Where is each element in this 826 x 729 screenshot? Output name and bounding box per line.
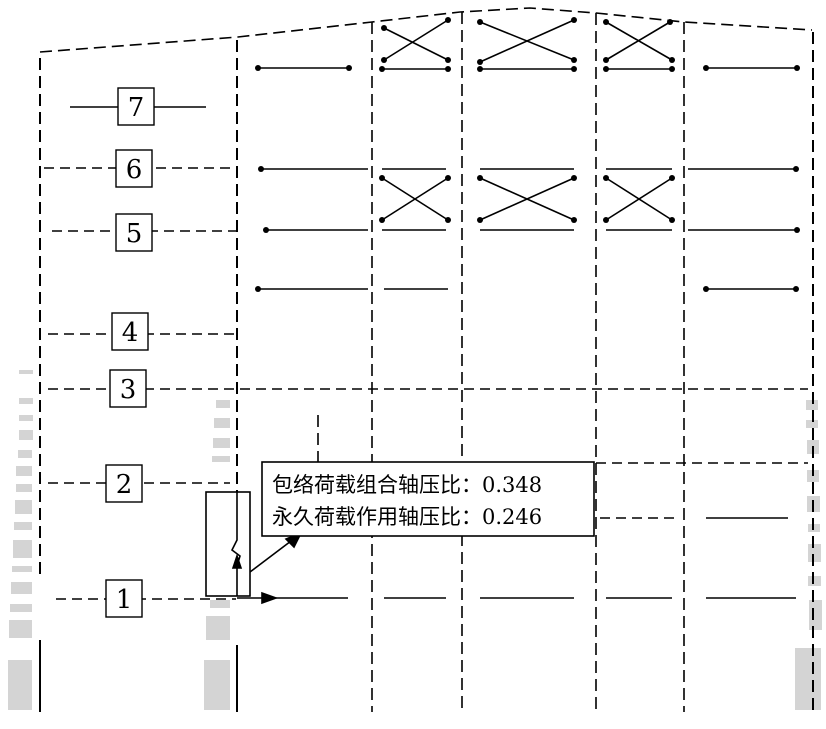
highlighted-column	[205, 491, 251, 597]
column-grid-lines	[317, 12, 685, 712]
level-4-label: 4	[111, 312, 149, 351]
walls	[39, 32, 814, 712]
svg-text:2: 2	[116, 470, 133, 500]
level-5-label: 5	[115, 213, 153, 252]
floor-lines	[44, 167, 808, 600]
permanent-load-ratio-text: 永久荷载作用轴压比：0.246	[272, 505, 542, 529]
svg-text:7: 7	[128, 93, 145, 123]
level-6-label: 6	[115, 149, 153, 188]
level-7-label: 7	[117, 87, 155, 126]
level-1-label: 1	[105, 579, 143, 618]
node-dots	[255, 17, 800, 292]
svg-text:6: 6	[126, 155, 143, 185]
svg-text:5: 5	[126, 219, 143, 249]
roof-line	[39, 7, 813, 53]
left-gray-stripes	[8, 370, 33, 710]
right-gray-stripes	[795, 400, 822, 710]
svg-text:3: 3	[120, 375, 137, 405]
svg-text:1: 1	[116, 585, 133, 615]
svg-text:4: 4	[122, 318, 139, 348]
level-2-label: 2	[105, 464, 143, 503]
beams	[70, 67, 797, 599]
envelope-load-ratio-text: 包络荷载组合轴压比：0.348	[272, 473, 542, 497]
level-3-label: 3	[109, 369, 147, 408]
cross-braces	[381, 19, 673, 221]
level-labels: 7 6 5 4 3 2 1	[105, 87, 155, 618]
axial-ratio-annotation: 包络荷载组合轴压比：0.348 永久荷载作用轴压比：0.246	[261, 461, 595, 537]
mid-gray-stripes	[204, 400, 230, 710]
